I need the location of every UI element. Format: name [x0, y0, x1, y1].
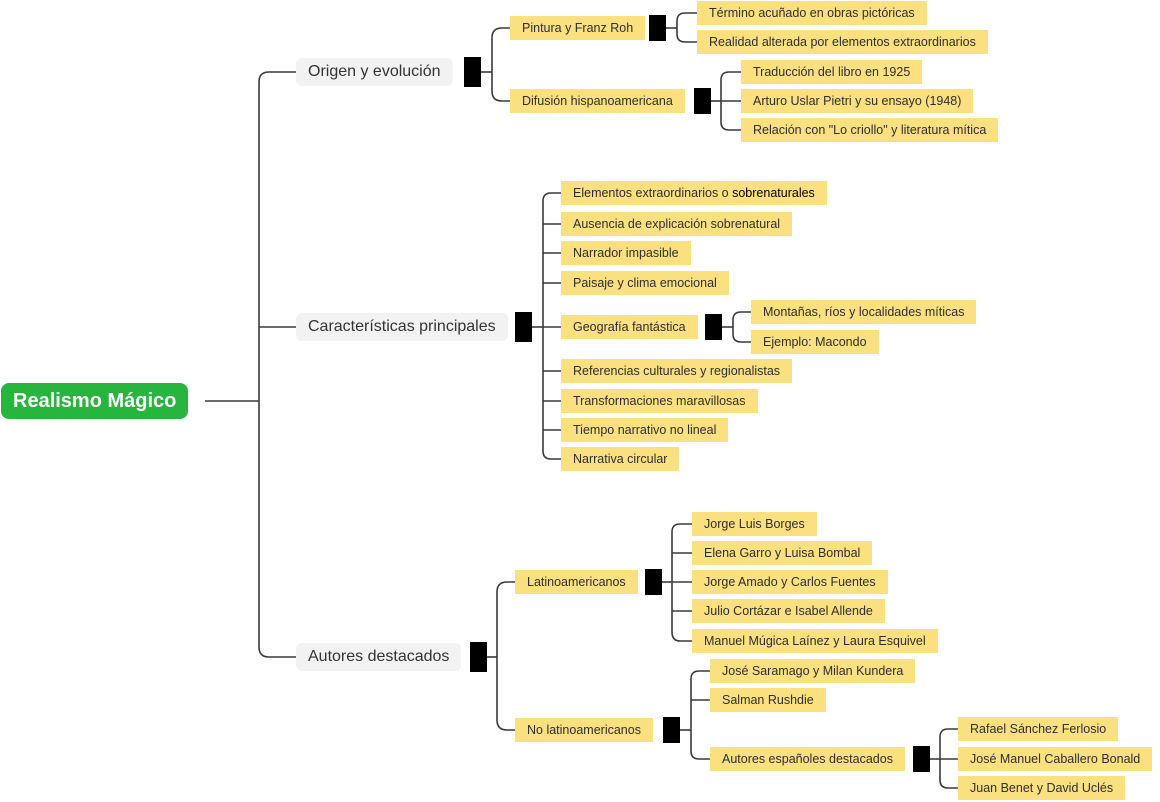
leaf-label: Elementos extraordinarios o: [573, 186, 733, 200]
leaf-topic[interactable]: Realidad alterada por elementos extraord…: [697, 30, 988, 54]
leaf-topic[interactable]: Referencias culturales y regionalistas: [561, 359, 793, 383]
subtopic-difusion[interactable]: Difusión hispanoamericana: [510, 89, 685, 113]
branch-label: Características principales: [308, 318, 496, 335]
subtopic-label: Difusión hispanoamericana: [522, 94, 673, 108]
branch-label: Origen y evolución: [308, 63, 441, 80]
collapse-toggle-difusion[interactable]: [694, 88, 711, 114]
leaf-label: Manuel Múgica Laínez y Laura Esquivel: [704, 634, 926, 648]
leaf-topic[interactable]: Relación con "Lo criollo" y literatura m…: [741, 118, 999, 142]
collapse-toggle-espanoles[interactable]: [913, 746, 930, 772]
leaf-label: Juan Benet y David Uclés: [970, 781, 1114, 795]
leaf-label: Narrativa circular: [573, 452, 668, 466]
collapse-toggle-no-latinoamericanos[interactable]: [663, 717, 680, 743]
root-topic[interactable]: Realismo Mágico: [1, 383, 189, 419]
leaf-topic[interactable]: Elementos extraordinarios o sobrenatural…: [561, 181, 827, 205]
leaf-topic[interactable]: Ejemplo: Macondo: [751, 330, 879, 354]
leaf-topic[interactable]: Transformaciones maravillosas: [561, 389, 758, 413]
leaf-topic[interactable]: Tiempo narrativo no lineal: [561, 418, 729, 442]
leaf-label: Julio Cortázar e Isabel Allende: [704, 604, 873, 618]
collapse-toggle-origen[interactable]: [464, 57, 481, 87]
leaf-label: Elena Garro y Luisa Bombal: [704, 546, 861, 560]
leaf-topic[interactable]: Narrativa circular: [561, 447, 680, 471]
leaf-topic[interactable]: Narrador impasible: [561, 241, 691, 265]
leaf-label: Traducción del libro en 1925: [753, 65, 911, 79]
leaf-topic[interactable]: Arturo Uslar Pietri y su ensayo (1948): [741, 89, 974, 113]
leaf-label: José Saramago y Milan Kundera: [722, 664, 904, 678]
leaf-label: Transformaciones maravillosas: [573, 394, 746, 408]
subtopic-no-latinoamericanos[interactable]: No latinoamericanos: [515, 718, 653, 742]
leaf-label: Paisaje y clima emocional: [573, 276, 717, 290]
leaf-topic[interactable]: José Saramago y Milan Kundera: [710, 659, 916, 683]
leaf-label: Jorge Amado y Carlos Fuentes: [704, 575, 876, 589]
branch-caracteristicas[interactable]: Características principales: [296, 313, 508, 341]
leaf-topic[interactable]: Jorge Luis Borges: [692, 512, 817, 536]
leaf-label: Relación con "Lo criollo" y literatura m…: [753, 123, 987, 137]
leaf-topic[interactable]: Jorge Amado y Carlos Fuentes: [692, 570, 888, 594]
root-label: Realismo Mágico: [13, 389, 177, 412]
leaf-topic[interactable]: Salman Rushdie: [710, 688, 826, 712]
leaf-label: Montañas, ríos y localidades míticas: [763, 305, 965, 319]
leaf-label: Realidad alterada por elementos extraord…: [709, 35, 976, 49]
subtopic-espanoles[interactable]: Autores españoles destacados: [710, 747, 905, 771]
subtopic-label: Autores españoles destacados: [722, 752, 893, 766]
subtopic-pintura[interactable]: Pintura y Franz Roh: [510, 16, 646, 40]
collapse-toggle-caracteristicas[interactable]: [515, 312, 532, 342]
leaf-topic[interactable]: Julio Cortázar e Isabel Allende: [692, 599, 885, 623]
leaf-label: Narrador impasible: [573, 246, 679, 260]
branch-label: Autores destacados: [308, 648, 450, 665]
leaf-topic[interactable]: Manuel Múgica Laínez y Laura Esquivel: [692, 629, 938, 653]
leaf-label: Referencias culturales y regionalistas: [573, 364, 781, 378]
leaf-topic[interactable]: Traducción del libro en 1925: [741, 60, 923, 84]
collapse-toggle-pintura[interactable]: [649, 15, 666, 41]
leaf-topic[interactable]: Ausencia de explicación sobrenatural: [561, 212, 793, 236]
leaf-label: Salman Rushdie: [722, 693, 814, 707]
leaf-topic[interactable]: Elena Garro y Luisa Bombal: [692, 541, 873, 565]
leaf-label: Término acuñado en obras pictóricas: [709, 6, 915, 20]
subtopic-latinoamericanos[interactable]: Latinoamericanos: [515, 570, 638, 594]
leaf-topic[interactable]: Montañas, ríos y localidades míticas: [751, 300, 977, 324]
subtopic-label: Pintura y Franz Roh: [522, 21, 634, 35]
subtopic-label: No latinoamericanos: [527, 723, 641, 737]
branch-origen[interactable]: Origen y evolución: [296, 58, 453, 86]
leaf-label: Tiempo narrativo no lineal: [573, 423, 717, 437]
leaf-topic[interactable]: Paisaje y clima emocional: [561, 271, 729, 295]
leaf-label-emphasis: sobrenaturales: [732, 186, 815, 200]
subtopic-label: Geografía fantástica: [573, 320, 686, 334]
leaf-topic[interactable]: Rafael Sánchez Ferlosio: [958, 717, 1119, 741]
leaf-label: José Manuel Caballero Bonald: [970, 752, 1141, 766]
leaf-label: Arturo Uslar Pietri y su ensayo (1948): [753, 94, 962, 108]
leaf-topic[interactable]: Juan Benet y David Uclés: [958, 776, 1126, 800]
leaf-label: Jorge Luis Borges: [704, 517, 805, 531]
subtopic-geografia[interactable]: Geografía fantástica: [561, 315, 698, 339]
collapse-toggle-geografia[interactable]: [705, 314, 722, 340]
collapse-toggle-autores[interactable]: [470, 642, 487, 672]
branch-autores[interactable]: Autores destacados: [296, 643, 462, 671]
leaf-label: Ausencia de explicación sobrenatural: [573, 217, 781, 231]
leaf-label: Rafael Sánchez Ferlosio: [970, 722, 1107, 736]
leaf-label: Ejemplo: Macondo: [763, 335, 867, 349]
leaf-topic[interactable]: Término acuñado en obras pictóricas: [697, 1, 927, 25]
subtopic-label: Latinoamericanos: [527, 575, 626, 589]
collapse-toggle-latinoamericanos[interactable]: [645, 569, 662, 595]
leaf-topic[interactable]: José Manuel Caballero Bonald: [958, 747, 1153, 771]
